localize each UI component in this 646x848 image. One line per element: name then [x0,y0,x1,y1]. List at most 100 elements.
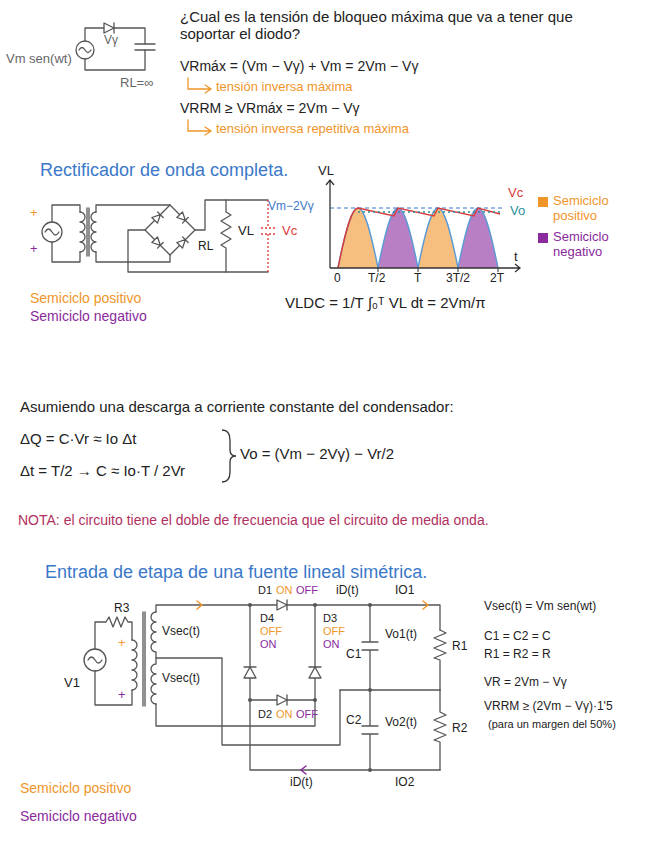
ac-source [42,222,62,242]
label-text: D1 [258,584,272,597]
diode-bar [286,695,287,705]
resistor-symbol [434,630,446,690]
hook-arrow [188,78,211,93]
label-text: Δt = T/2 → C ≈ Io·T / 2Vr [20,462,185,479]
label-text: Vsec(t) [162,672,200,686]
transformer-primary [80,212,85,252]
label-text: iD(t) [336,584,359,598]
label-text: Vsec(t) [162,625,200,639]
label-text: VRRM ≥ (2Vm − Vγ)·1'5 [484,700,613,714]
diode-symbol [277,695,287,705]
diode-bar [158,243,164,249]
label-text: V1 [64,676,80,691]
capacitor-voltage [338,208,500,268]
resistor-symbol [95,617,132,649]
label-text: ON [323,638,340,651]
legend-swatch [538,233,548,243]
label-text: RL [198,240,213,254]
legend-text: Semiciclo negativo [553,230,639,260]
capacitor-symbol [362,605,378,690]
label-text: t [514,250,518,265]
label-text: OFF [296,708,318,721]
label-text: ON [276,708,293,721]
label-text: ¿Cual es la tensión de bloqueo máxima qu… [180,8,625,43]
label-text: Semiciclo positivo [30,290,141,306]
diode-bar [158,212,164,218]
label-text: 2T [490,272,504,286]
legend-text: Semiciclo positivo [553,194,639,224]
hook-arrow [188,120,211,135]
wire [156,700,315,726]
label-text: VRmáx = (Vm − Vγ) + Vm = 2Vm − Vγ [180,58,418,74]
label-text: C1 = C2 = C [484,630,551,644]
current-arrow [197,601,202,609]
rectified-wave [338,208,498,268]
label-text: + [30,206,38,221]
label-text: OFF [323,625,345,638]
diode-bar [183,237,189,243]
label-text: (para un margen del 50%) [488,718,616,731]
capacitor-symbol [362,690,378,770]
label-text: ON [276,584,293,597]
diode-bridge [145,205,195,255]
wire [95,671,132,705]
diode-symbol [277,600,287,610]
brace [222,430,236,482]
diode-bar [183,218,189,224]
wire [156,658,340,745]
label-text: R2 [452,722,467,736]
diode-bar [244,666,256,667]
label-text: D3 [323,612,337,625]
label-text: D2 [258,708,272,721]
diode-bar [286,600,287,610]
label-text: Entrada de etapa de una fuente lineal si… [45,562,427,583]
waveform-graph [326,180,520,272]
label-text: Rectificador de onda completa. [40,160,288,181]
label-text: RL=∞ [120,76,153,91]
label-text: VL [238,224,254,239]
resistor-symbol [434,690,446,770]
sine-glyph [79,48,91,53]
wire [52,242,80,262]
legend-item: Semiciclo positivo [538,194,639,224]
diode-symbol [152,212,163,223]
wire [250,700,440,770]
label-text: Vo = (Vm − 2Vγ) − Vr/2 [240,445,394,462]
label-text: D4 [260,612,274,625]
label-text: Semiciclo positivo [20,780,131,796]
sine-glyph [45,229,59,235]
label-text: ON [260,638,277,651]
wire [85,50,145,70]
capacitor-symbol [135,44,155,50]
junction-dots [248,603,372,772]
label-text: Vm−2Vγ [268,200,314,214]
tick-marks [378,268,498,272]
wire [96,252,170,262]
label-text: Vsec(t) = Vm sen(wt) [484,600,596,614]
label-text: iD(t) [290,776,313,790]
label-text: T [414,272,421,286]
label-text: IO2 [395,776,414,790]
label-text: Vγ [104,34,118,48]
diode-symbol [177,237,188,248]
label-text: Vc [282,224,297,239]
ac-source [84,649,106,671]
label-text: Vm sen(wt) [6,52,72,67]
label-text: VRRM ≥ VRmáx = 2Vm − Vγ [180,100,360,116]
label-text: OFF [260,625,282,638]
transformer-core [143,612,145,706]
label-text: IO1 [395,584,414,598]
label-text: tensión inversa repetitiva máxima [216,122,409,137]
label-text: + [118,688,126,703]
diode-symbol [309,667,321,678]
ac-source [76,41,94,59]
label-text: VLDC = 1/T ∫₀ᵀ VL dt = 2Vm/π [285,294,486,311]
label-text: Vo1(t) [385,628,417,642]
diode-bar [309,666,321,667]
diode-symbol [152,237,163,248]
label-text: ΔQ = C·Vr ≈ Io Δt [20,430,136,447]
legend-item: Semiciclo negativo [538,230,639,260]
label-text: 3T/2 [446,272,470,286]
